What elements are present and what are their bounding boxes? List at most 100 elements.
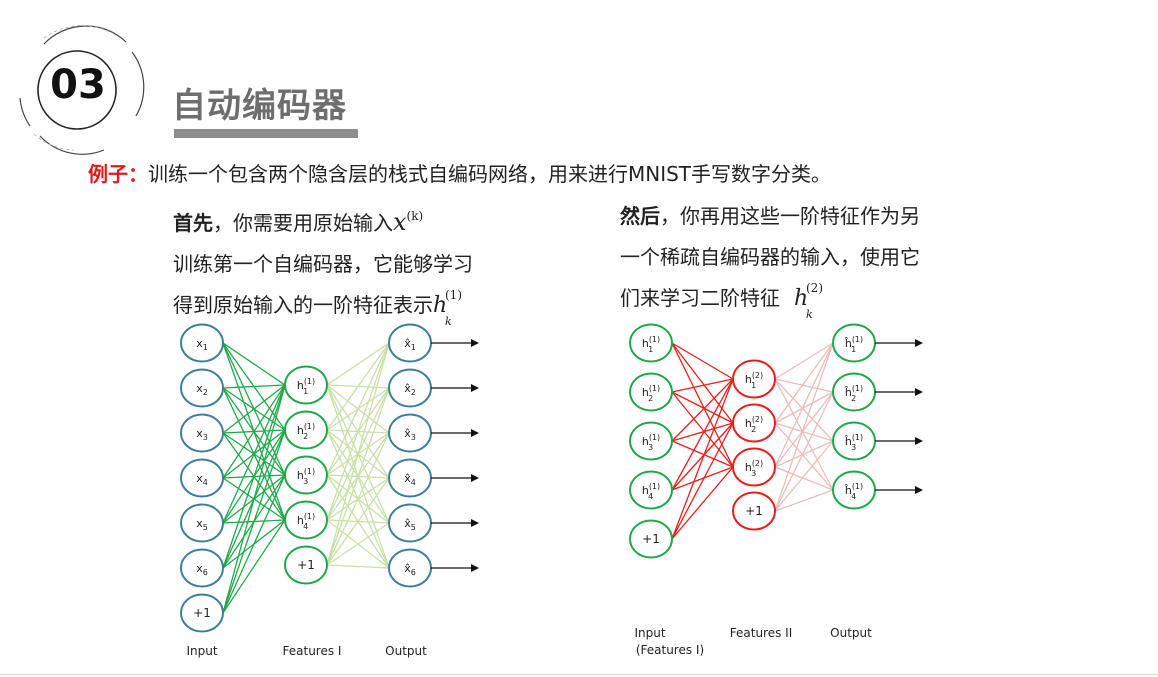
edge bbox=[774, 342, 834, 380]
right-line-2: 一个稀疏自编码器的输入，使用它 bbox=[620, 245, 920, 269]
output-arrow bbox=[875, 388, 923, 396]
hidden-node: h(2)2 bbox=[732, 403, 776, 443]
edge bbox=[671, 378, 734, 491]
edge bbox=[326, 342, 390, 386]
input-node: x1 bbox=[180, 323, 224, 363]
svg-text:h(1)4: h(1)4 bbox=[297, 512, 315, 531]
svg-text:h(1)2: h(1)2 bbox=[642, 384, 660, 403]
output-arrow bbox=[431, 519, 479, 527]
output-node: x̂4 bbox=[388, 458, 432, 498]
right-paragraph: 然后，你再用这些一阶特征作为另 一个稀疏自编码器的输入，使用它 们来学习二阶特征… bbox=[620, 196, 920, 321]
edge bbox=[671, 440, 734, 468]
edge bbox=[326, 387, 390, 566]
output-arrow bbox=[431, 429, 479, 437]
input-node: +1 bbox=[629, 519, 673, 559]
edge bbox=[326, 564, 390, 569]
section-number: 03 bbox=[50, 62, 106, 108]
hidden-node: h(1)1 bbox=[284, 365, 328, 405]
edge bbox=[774, 422, 834, 491]
svg-text:ĥ(1)3: ĥ(1)3 bbox=[844, 433, 863, 452]
axis-label-features: Features I bbox=[283, 644, 342, 658]
autoencoder-2-diagram: h(1)1h(1)2h(1)3h(1)4+1h(2)1h(2)2h(2)3+1ĥ… bbox=[629, 323, 923, 657]
edge bbox=[326, 342, 390, 476]
edge bbox=[671, 422, 734, 540]
axis-label-features: Features II bbox=[730, 626, 793, 640]
edge bbox=[222, 384, 286, 614]
axis-label-input: Input bbox=[634, 626, 665, 640]
edge bbox=[774, 342, 834, 424]
edge bbox=[326, 342, 390, 431]
left-line1-text: ，你需要用原始输入 bbox=[213, 211, 393, 235]
axis-label-output: Output bbox=[385, 644, 427, 658]
svg-text:x̂6: x̂6 bbox=[404, 562, 416, 577]
svg-text:x̂1: x̂1 bbox=[404, 337, 416, 352]
output-node: x̂6 bbox=[388, 548, 432, 588]
svg-text:+1: +1 bbox=[745, 504, 763, 518]
svg-text:ĥ(1)2: ĥ(1)2 bbox=[844, 384, 863, 403]
svg-text:ĥ(1)4: ĥ(1)4 bbox=[844, 482, 863, 501]
axis-label-input: Input bbox=[186, 644, 217, 658]
hidden-node: h(2)3 bbox=[732, 447, 776, 487]
svg-text:+1: +1 bbox=[193, 606, 211, 620]
decoder-edges bbox=[326, 342, 390, 569]
left-paragraph: 首先，你需要用原始输入x(k) 训练第一个自编码器，它能够学习 得到原始输入的一… bbox=[173, 196, 473, 328]
edge bbox=[222, 384, 286, 524]
input-node: x5 bbox=[180, 503, 224, 543]
decoder-edges bbox=[774, 342, 834, 512]
bottom-divider bbox=[0, 674, 1158, 675]
right-lead: 然后 bbox=[620, 204, 660, 228]
svg-text:x̂5: x̂5 bbox=[404, 517, 416, 532]
edge bbox=[774, 391, 834, 468]
math-x: x bbox=[393, 208, 407, 236]
output-node: x̂5 bbox=[388, 503, 432, 543]
edge bbox=[671, 391, 734, 468]
edge bbox=[774, 342, 834, 468]
edge bbox=[774, 378, 834, 442]
edge bbox=[671, 342, 734, 380]
left-line3-text: 得到原始输入的一阶特征表示 bbox=[173, 293, 433, 317]
edge bbox=[671, 342, 734, 468]
edge bbox=[222, 519, 286, 614]
example-line: 例子：训练一个包含两个隐含层的栈式自编码网络，用来进行MNIST手写数字分类。 bbox=[88, 158, 831, 187]
svg-text:ĥ(1)1: ĥ(1)1 bbox=[844, 335, 863, 354]
input-node: h(1)2 bbox=[629, 372, 673, 412]
output-arrow bbox=[875, 486, 923, 494]
edge bbox=[671, 422, 734, 491]
edge bbox=[326, 342, 390, 566]
input-node: x6 bbox=[180, 548, 224, 588]
hidden-node: +1 bbox=[732, 491, 776, 531]
svg-text:h(2)1: h(2)1 bbox=[745, 371, 763, 390]
output-arrow bbox=[431, 474, 479, 482]
math-x-sup: (k) bbox=[406, 209, 424, 223]
edge bbox=[222, 384, 286, 389]
edge bbox=[671, 378, 734, 540]
svg-text:h(1)1: h(1)1 bbox=[297, 377, 315, 396]
page-title: 自动编码器 bbox=[172, 86, 347, 126]
edge bbox=[326, 342, 390, 521]
edge bbox=[774, 391, 834, 424]
svg-text:x1: x1 bbox=[196, 337, 208, 352]
svg-text:x̂4: x̂4 bbox=[404, 472, 416, 487]
svg-text:+1: +1 bbox=[642, 532, 660, 546]
edge bbox=[671, 378, 734, 393]
edge bbox=[222, 474, 286, 614]
output-arrow bbox=[875, 339, 923, 347]
svg-text:x6: x6 bbox=[196, 562, 208, 577]
edge bbox=[222, 384, 286, 569]
input-node: h(1)1 bbox=[629, 323, 673, 363]
edge bbox=[671, 466, 734, 540]
input-node: +1 bbox=[180, 593, 224, 633]
right-line1-text: ，你再用这些一阶特征作为另 bbox=[660, 204, 920, 228]
hidden-node: h(2)1 bbox=[732, 359, 776, 399]
edge bbox=[222, 384, 286, 479]
svg-text:h(2)3: h(2)3 bbox=[745, 459, 763, 478]
edge bbox=[326, 522, 390, 566]
svg-text:x4: x4 bbox=[196, 472, 208, 487]
left-line-2: 训练第一个自编码器，它能够学习 bbox=[173, 252, 473, 276]
output-node: ĥ(1)4 bbox=[832, 470, 876, 510]
svg-text:x5: x5 bbox=[196, 517, 208, 532]
axis-label-output: Output bbox=[830, 626, 872, 640]
input-node: h(1)3 bbox=[629, 421, 673, 461]
left-lead: 首先 bbox=[173, 211, 213, 235]
edge bbox=[774, 466, 834, 491]
